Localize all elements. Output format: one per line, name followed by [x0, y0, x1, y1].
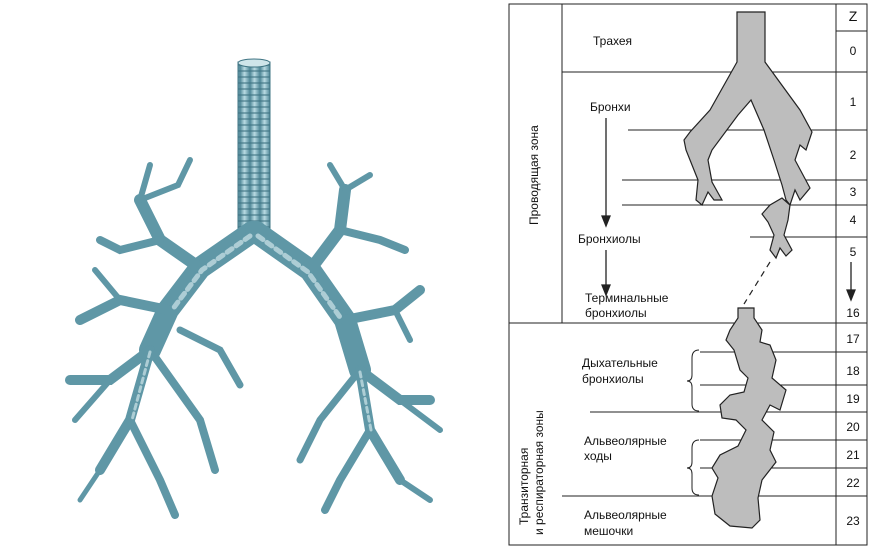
z-header: Z: [848, 8, 858, 24]
label-alveolar-ducts-line2: ходы: [584, 449, 612, 463]
z-number: 3: [849, 185, 857, 199]
airway-generation-diagram: [508, 3, 868, 546]
schematic-dashed-connector: [743, 261, 771, 305]
label-respiratory-line1: Дыхательные: [582, 356, 658, 370]
zone-transitional-line2: и респираторная зоны: [532, 410, 546, 535]
z-number: 18: [846, 364, 860, 378]
z-number: 20: [846, 420, 860, 434]
z-number: 0: [849, 44, 857, 58]
z-number: 5: [849, 245, 857, 259]
trachea-illustration: [237, 58, 271, 238]
bronchial-tree-illustration: [65, 58, 443, 519]
bronchi-highlights: [130, 233, 373, 432]
z-number: 22: [846, 476, 860, 490]
label-trachea: Трахея: [593, 34, 633, 48]
z-number: 21: [846, 448, 860, 462]
zone-conducting: Проводящая зона: [527, 125, 541, 225]
z-number: 19: [846, 392, 860, 406]
z-number: 23: [846, 514, 860, 528]
z-number: 16: [846, 306, 860, 320]
label-bronchi: Бронхи: [590, 100, 631, 114]
label-bronchioles: Бронхиолы: [578, 232, 641, 246]
label-alveolar-sacs-line2: мешочки: [584, 524, 634, 538]
zone-transitional-line1: Транзиторная: [517, 447, 531, 525]
label-terminal-line1: Терминальные: [585, 291, 669, 305]
diagram-frame: [508, 3, 868, 546]
arrows: [601, 118, 856, 302]
schematic-airway-tree: [683, 11, 813, 529]
z-number: 1: [849, 95, 857, 109]
label-alveolar-sacs-line1: Альвеолярные: [584, 508, 667, 522]
braces: [686, 349, 700, 496]
bronchi-branches: [65, 157, 443, 519]
label-respiratory-line2: бронхиолы: [582, 372, 644, 386]
z-number: 2: [849, 148, 857, 162]
label-terminal-line2: бронхиолы: [585, 306, 647, 320]
z-number: 17: [846, 332, 860, 346]
z-number: 4: [849, 213, 857, 227]
label-alveolar-ducts-line1: Альвеолярные: [584, 434, 667, 448]
